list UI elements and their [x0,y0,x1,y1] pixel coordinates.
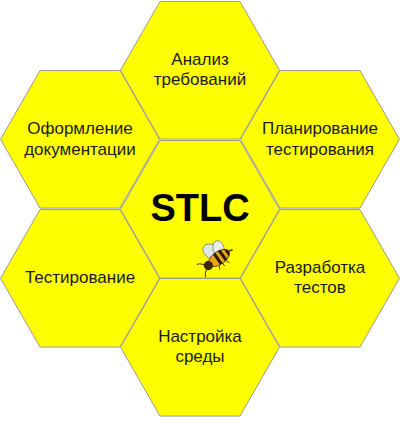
stage-hex: Настройка среды [120,278,280,417]
stage-label: Тестирование [25,268,135,288]
stage-label: Анализ требований [139,50,261,91]
hexagon-shape [121,279,280,417]
center-title: STLC [150,186,249,232]
stage-label: Разработка тестов [259,258,381,299]
stage-label: Оформление документации [19,119,141,160]
stage-label: Планирование тестирования [259,119,381,160]
stage-label: Настройка среды [139,327,261,368]
